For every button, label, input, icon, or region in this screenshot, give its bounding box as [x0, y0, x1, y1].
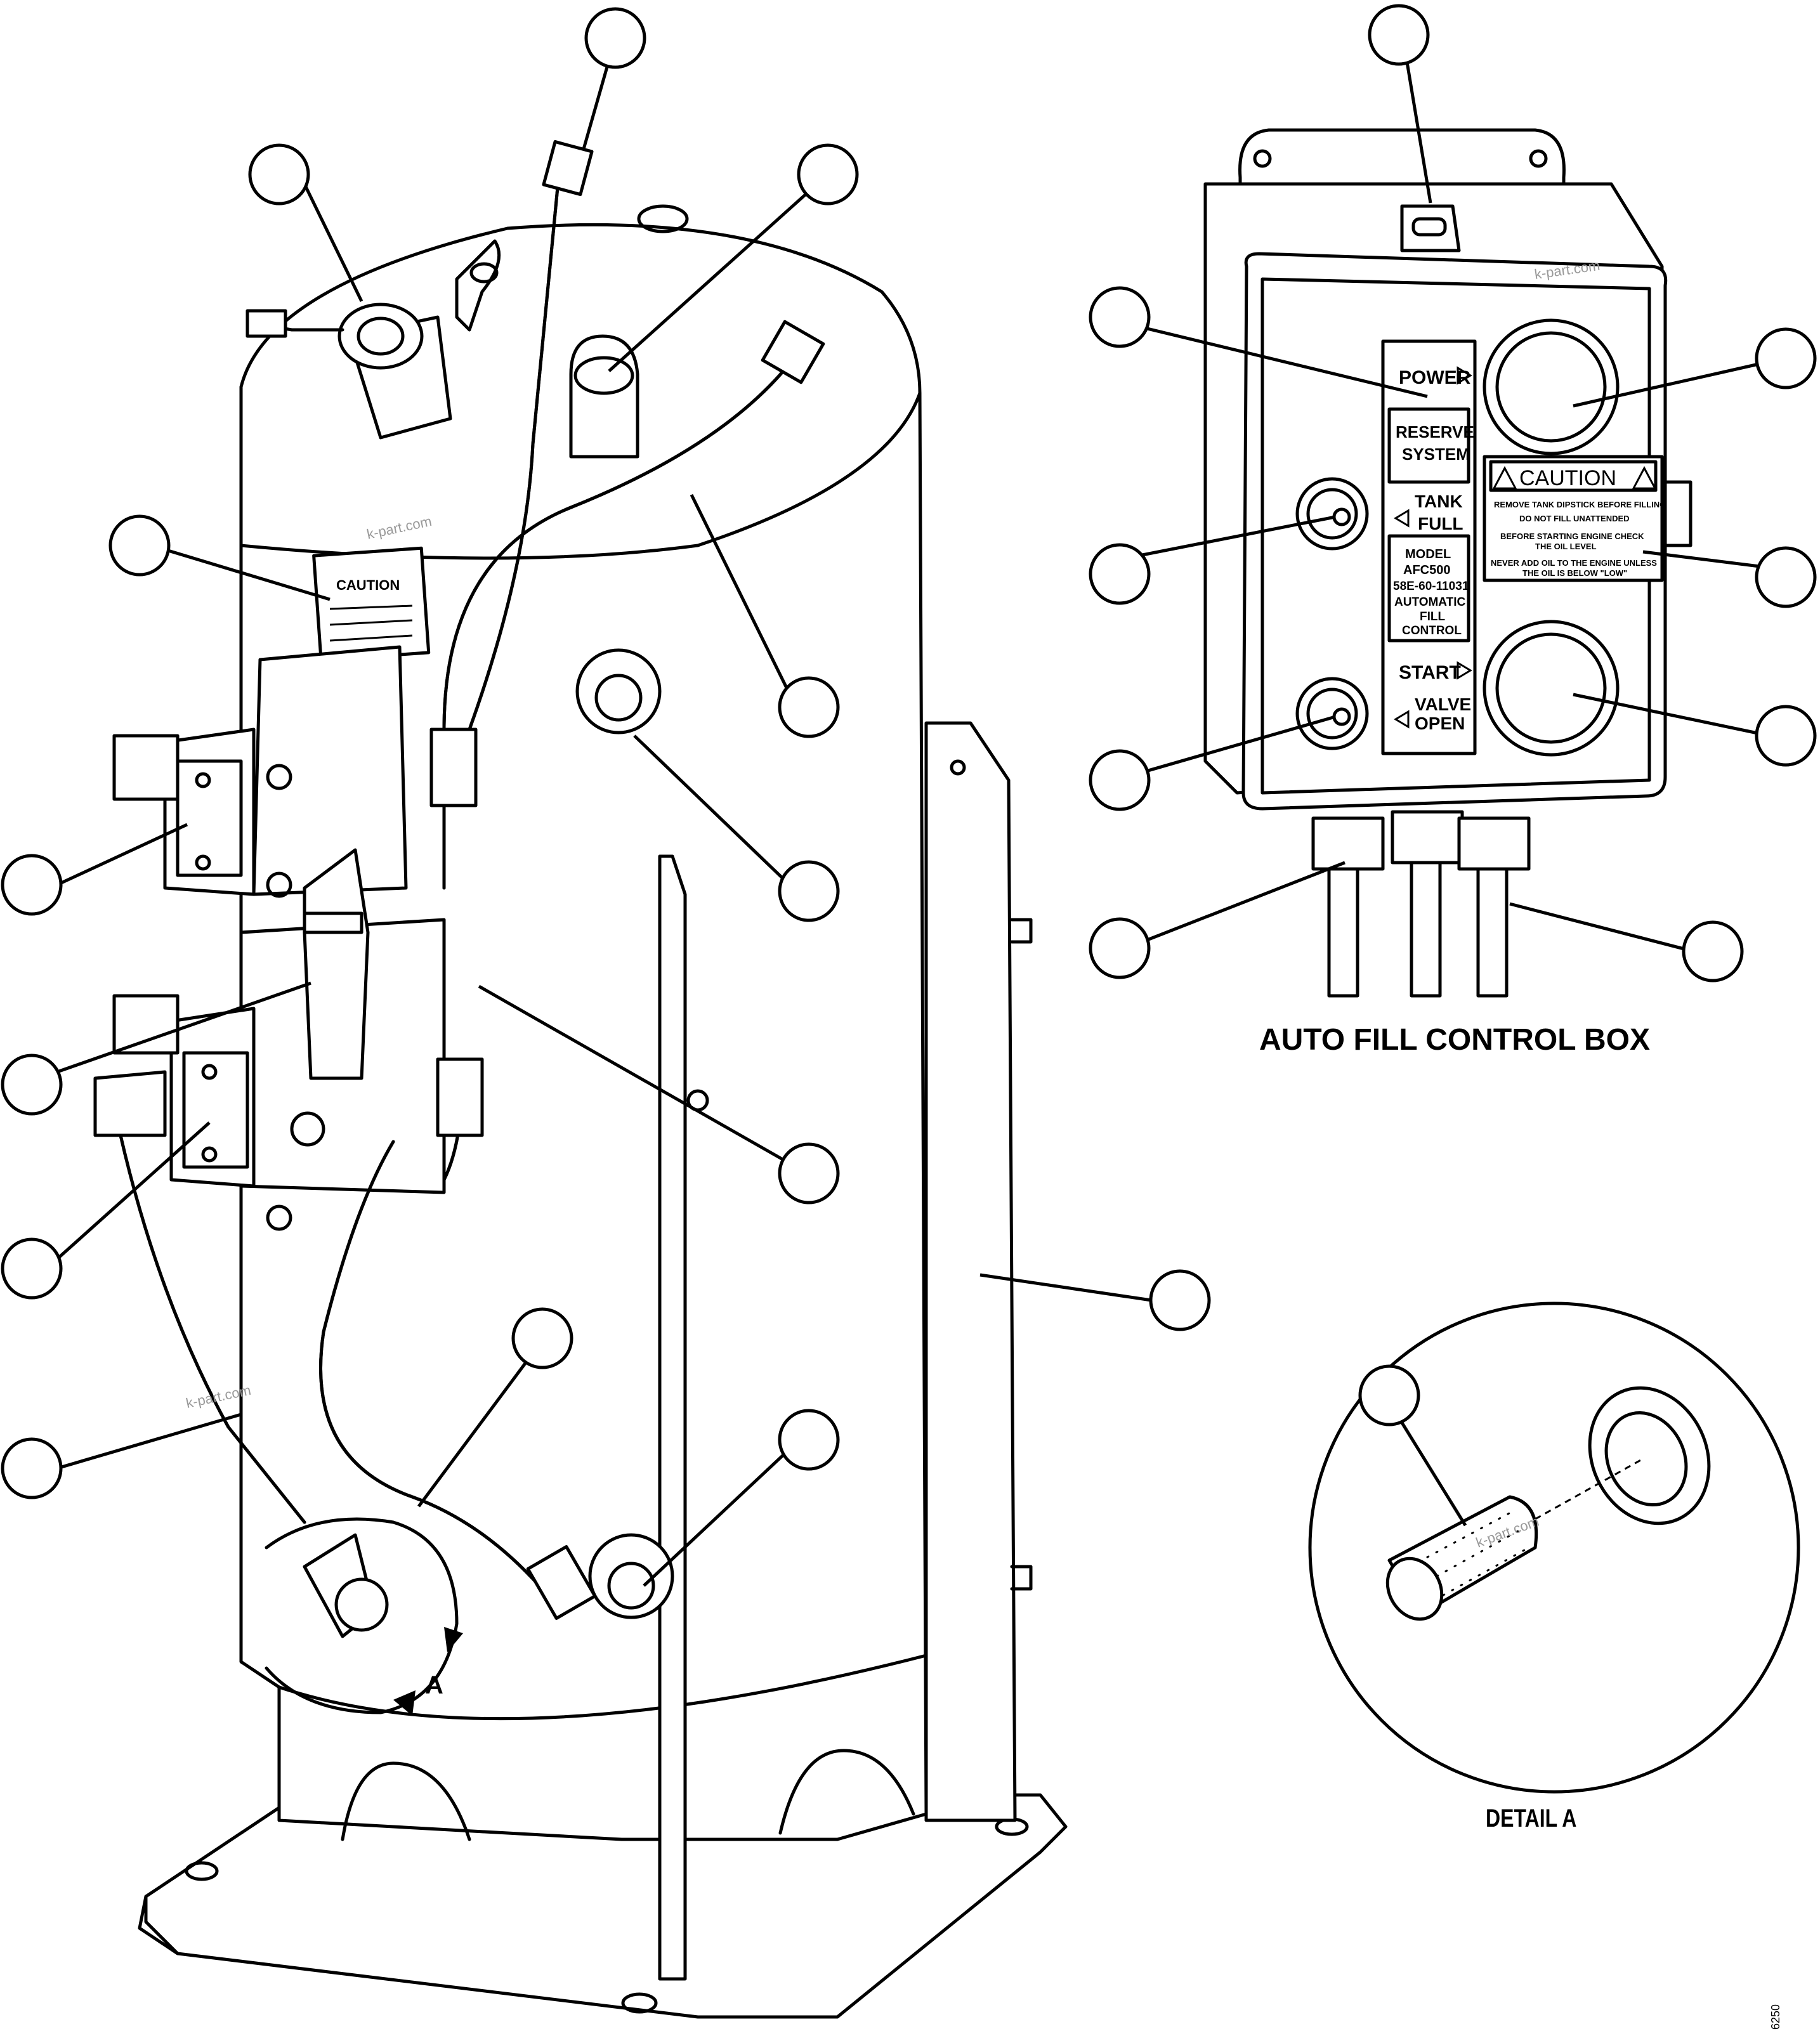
callout-leaders-main [56, 60, 1152, 1587]
callout-20 [1089, 749, 1151, 811]
label-valve-2: OPEN [1415, 714, 1465, 733]
label-model-5: FILL [1420, 610, 1445, 623]
label-power: POWER [1399, 367, 1471, 388]
callout-circles-box [1089, 4, 1817, 982]
box-caution-line-6: THE OIL IS BELOW "LOW" [1522, 568, 1627, 578]
callout-3 [797, 143, 859, 206]
vertical-rib [658, 854, 687, 1981]
dipstick-cap [569, 334, 639, 459]
callout-4 [108, 514, 171, 577]
box-caution-line-3: BEFORE STARTING ENGINE CHECK [1500, 532, 1644, 541]
tank-caution-heading: CAUTION [336, 577, 400, 593]
label-model-3: 58E-60-11031 [1393, 580, 1469, 593]
label-model-4: AUTOMATIC [1394, 596, 1466, 609]
callout-9 [778, 1142, 840, 1204]
control-box: POWER RESERVE SYSTEM TANK FULL MODEL AFC… [1203, 128, 1692, 1057]
callout-12 [1, 1437, 63, 1499]
lower-port [588, 1533, 674, 1619]
figure-id: 6250 [1769, 2004, 1782, 2030]
upper-port [575, 648, 662, 734]
solenoid-valves [93, 645, 446, 1231]
label-strip: POWER RESERVE SYSTEM TANK FULL MODEL AFC… [1381, 339, 1477, 755]
tank-assembly: CAUTION [93, 140, 1068, 2019]
label-tank-2: FULL [1418, 514, 1463, 533]
bushing [1588, 1386, 1711, 1525]
start-button [1483, 620, 1620, 757]
callout-leaders-box [1125, 50, 1771, 953]
control-box-title: AUTO FILL CONTROL BOX [1259, 1023, 1650, 1057]
callout-5 [778, 676, 840, 738]
callout-2 [248, 143, 310, 206]
callout-14 [778, 1409, 840, 1471]
view-marker-a: A [425, 1671, 443, 1699]
callout-1 [584, 7, 646, 69]
power-button [1483, 318, 1620, 455]
callout-10 [1, 1237, 63, 1300]
label-start: START [1399, 662, 1461, 683]
callout-8 [1, 1054, 63, 1116]
callout-7 [1, 854, 63, 916]
rear-frame [924, 721, 1017, 1822]
callout-18 [1089, 543, 1151, 605]
detail-a: k-part.com DETAIL A [1308, 1302, 1800, 1832]
callout-16 [1089, 286, 1151, 348]
box-caution-line-1: REMOVE TANK DIPSTICK BEFORE FILLING [1494, 500, 1666, 509]
box-caution-line-2: DO NOT FILL UNATTENDED [1519, 514, 1630, 523]
callout-17 [1755, 327, 1817, 389]
hoses [119, 140, 825, 1620]
label-valve-1: VALVE [1415, 695, 1471, 714]
callout-24 [1358, 1364, 1420, 1426]
callout-13 [511, 1307, 573, 1369]
label-model-1: MODEL [1405, 547, 1451, 561]
box-caution-line-5: NEVER ADD OIL TO THE ENGINE UNLESS [1491, 558, 1657, 568]
label-model-2: AFC500 [1403, 563, 1450, 577]
label-reserve-2: SYSTEM [1402, 445, 1470, 464]
detail-a-title: DETAIL A [1486, 1804, 1576, 1832]
callout-circles-main [1, 7, 1211, 1499]
callout-22 [1089, 917, 1151, 979]
box-caution-line-4: THE OIL LEVEL [1535, 542, 1597, 551]
label-tank-1: TANK [1415, 492, 1463, 511]
tank-caution-label: CAUTION [312, 546, 431, 662]
callout-6 [778, 860, 840, 922]
label-reserve-1: RESERVE [1396, 422, 1474, 441]
callout-21 [1755, 705, 1817, 767]
callout-23 [1682, 920, 1744, 982]
label-model-6: CONTROL [1402, 624, 1462, 637]
callout-15 [1368, 4, 1430, 66]
box-caution-heading: CAUTION [1519, 466, 1616, 490]
detail-a-marker: A [265, 1517, 463, 1716]
cable-glands [1311, 810, 1531, 998]
callout-19 [1755, 546, 1817, 608]
callout-11 [1149, 1269, 1211, 1331]
box-caution-label: CAUTION REMOVE TANK DIPSTICK BEFORE FILL… [1483, 455, 1666, 582]
